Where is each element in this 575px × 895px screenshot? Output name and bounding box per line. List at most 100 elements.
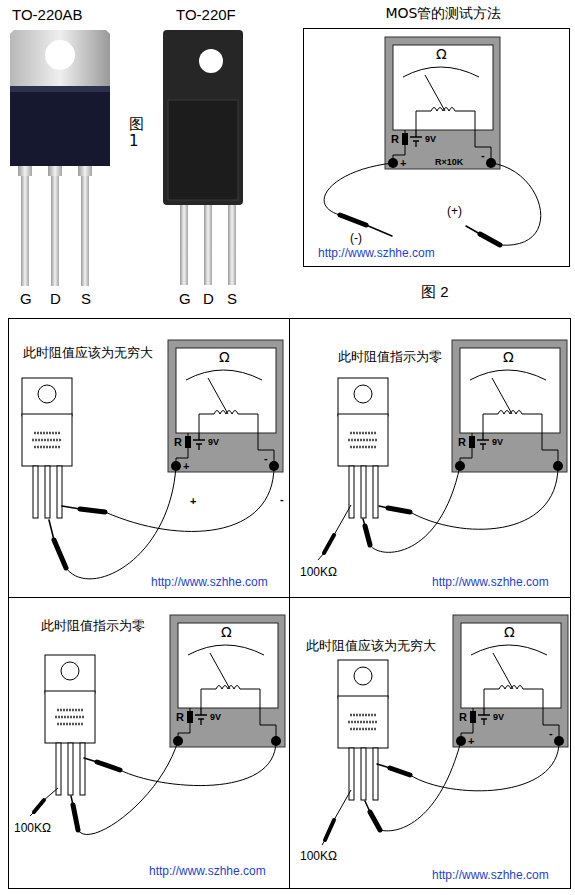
test-probe	[390, 768, 410, 775]
multimeter-symbol	[168, 340, 283, 472]
package-edge	[10, 86, 110, 92]
polarity-sign: +	[468, 736, 474, 747]
resistor-label: R	[458, 437, 466, 448]
result-note: 此时阻值指示为零	[338, 349, 442, 365]
resistor-symbol	[325, 820, 334, 840]
test-probes	[34, 506, 410, 840]
lead	[78, 166, 92, 176]
test-step-cell: 此时阻值应该为无穷大 http://www.szhhe.com	[289, 597, 571, 889]
result-note: 此时阻值指示为零	[41, 618, 145, 634]
lead	[18, 166, 32, 176]
test-probe	[370, 812, 380, 830]
panel-heading: MOS管的测试方法	[310, 5, 575, 22]
probe-wire	[66, 466, 176, 579]
probe-tip	[365, 801, 370, 812]
pin-name: S	[81, 291, 91, 306]
test-step-cell: 此时阻值指示为零 http://www.szhhe.com	[289, 318, 571, 598]
test-step-cell: 此时阻值应该为无穷大http://www.szhhe.com	[8, 318, 290, 598]
probe-tip	[379, 506, 388, 508]
probe-tip	[363, 519, 365, 526]
probe-tip	[466, 226, 480, 234]
lead	[51, 176, 59, 286]
ohm-symbol: Ω	[221, 625, 232, 639]
pin-name: S	[227, 291, 237, 306]
pin-name: D	[50, 291, 61, 306]
mount-hole	[45, 40, 75, 70]
ohm-symbol: Ω	[436, 47, 447, 61]
transistor-drawing	[22, 378, 72, 518]
pin-name: G	[20, 291, 32, 306]
polarity-sign: -	[280, 494, 284, 505]
multimeter-symbol	[452, 340, 567, 472]
watermark-url: http://www.szhhe.com	[151, 575, 268, 589]
resistor-value: 100KΩ	[300, 850, 337, 862]
resistor-label: R	[174, 437, 182, 448]
probe-wire	[120, 741, 276, 786]
pin-name: D	[203, 291, 214, 306]
probe-tip	[62, 506, 80, 509]
lead	[21, 176, 29, 286]
battery-label: 9V	[492, 438, 503, 447]
metal-tab	[10, 30, 110, 90]
transistor-drawing	[338, 378, 388, 518]
polarity-sign: -	[264, 453, 268, 464]
range-label: R×10K	[435, 158, 463, 167]
ohm-symbol: Ω	[219, 350, 230, 364]
package-face	[168, 100, 238, 200]
test-probe	[365, 526, 370, 545]
polarity-sign: -	[481, 150, 485, 161]
battery-label: 9V	[425, 135, 436, 144]
probe-tip	[377, 764, 390, 768]
transistor-drawing	[45, 655, 95, 795]
watermark-url: http://www.szhhe.com	[432, 868, 549, 882]
test-probe	[73, 805, 78, 830]
transistor-drawing	[338, 660, 388, 800]
test-probe	[340, 215, 366, 225]
test-probe	[388, 508, 410, 512]
multimeter-symbol	[385, 37, 500, 169]
polarity-sign: +	[400, 158, 406, 169]
resistor-symbol	[324, 535, 334, 553]
test-probe	[480, 234, 500, 245]
figure-number: 图1	[129, 116, 144, 149]
multimeter-symbol	[170, 615, 285, 747]
resistor-symbol	[34, 800, 44, 812]
test-probe	[97, 762, 120, 770]
probe-label: (+)	[447, 205, 462, 217]
probe-wire	[380, 741, 461, 831]
resistor-lead	[30, 788, 58, 816]
probe-tip	[366, 225, 392, 236]
battery-label: 9V	[208, 438, 219, 447]
ohm-symbol: Ω	[503, 350, 514, 364]
result-note: 此时阻值应该为无穷大	[306, 638, 436, 654]
lead	[204, 205, 212, 285]
lead	[228, 205, 236, 285]
test-probe	[54, 540, 66, 568]
watermark-url: http://www.szhhe.com	[318, 246, 435, 260]
resistor-value: 100KΩ	[14, 822, 51, 834]
probe-wire	[78, 741, 178, 834]
lead	[48, 166, 62, 176]
resistor-lead	[322, 790, 351, 845]
battery-label: 9V	[210, 713, 221, 722]
probe-wire	[370, 466, 460, 552]
figure-number: 图 2	[421, 284, 449, 299]
probe-wire	[324, 163, 393, 215]
probe-label: (-)	[350, 232, 362, 244]
probe-wire	[105, 466, 274, 531]
lead	[180, 205, 188, 285]
probe-wire	[491, 163, 541, 245]
cell-wires	[30, 466, 559, 845]
resistor-label: R	[176, 712, 184, 723]
watermark-url: http://www.szhhe.com	[432, 575, 549, 589]
resistor-label: R	[459, 712, 467, 723]
probe-wires	[324, 163, 541, 245]
pin-name: G	[179, 291, 191, 306]
polarity-sign: -	[549, 728, 553, 739]
resistor-value: 100KΩ	[300, 566, 337, 578]
